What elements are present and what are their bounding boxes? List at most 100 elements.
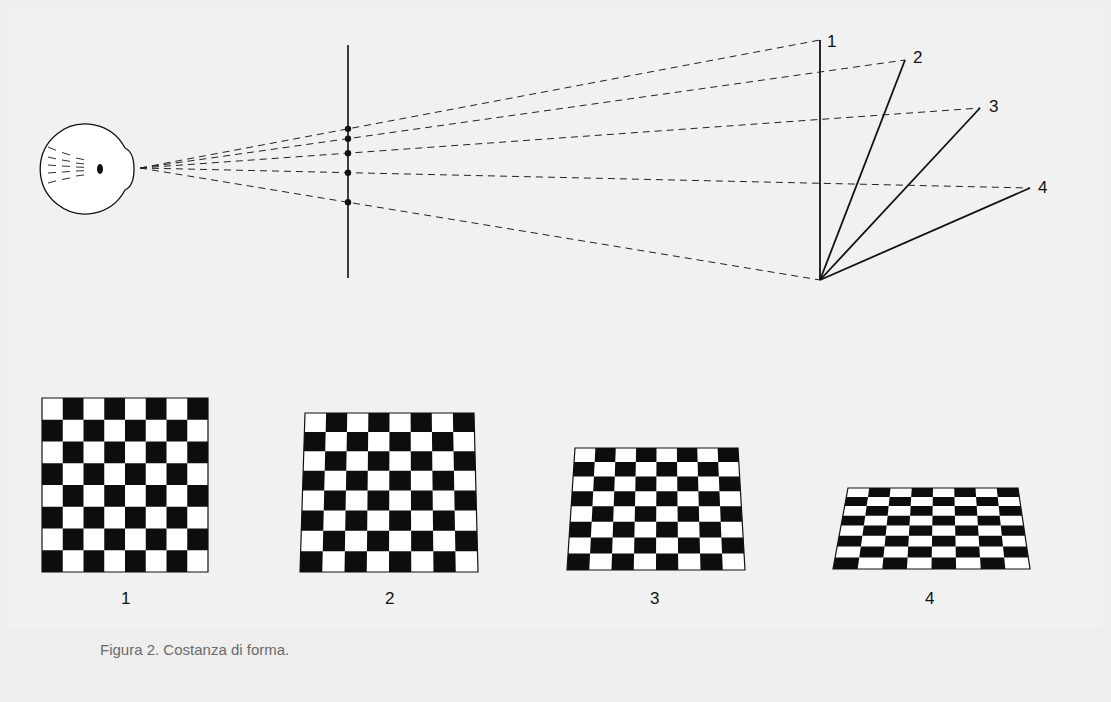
board-square <box>956 546 980 557</box>
board-square <box>125 463 146 485</box>
board-square <box>700 554 723 570</box>
surface-line <box>819 40 821 280</box>
board-square <box>455 531 477 552</box>
board-square <box>656 462 677 476</box>
board-square <box>656 522 678 538</box>
board-square <box>613 522 635 538</box>
view-number: 2 <box>385 590 394 607</box>
board-square <box>955 526 978 536</box>
board-square <box>882 557 907 569</box>
board-square <box>698 462 719 476</box>
board-square <box>125 550 146 572</box>
view-number: 3 <box>650 590 659 607</box>
surface-number: 3 <box>989 98 998 115</box>
sight-line <box>140 40 820 168</box>
board-square <box>997 488 1020 497</box>
board-square <box>324 490 346 510</box>
board-square <box>326 413 348 432</box>
board-square <box>837 536 862 547</box>
board-square <box>432 432 454 451</box>
board-outline <box>300 413 478 572</box>
board-square <box>389 471 411 491</box>
board-square <box>678 506 700 521</box>
board-square <box>569 522 592 538</box>
sight-line <box>140 60 905 168</box>
checkerboard <box>42 398 208 572</box>
board-square <box>187 529 208 551</box>
sight-line <box>140 168 1030 188</box>
board-square <box>859 546 884 557</box>
board-ground <box>42 398 208 572</box>
board-square <box>187 398 208 420</box>
board-square <box>976 497 999 506</box>
board-square <box>889 497 912 506</box>
board-square <box>887 516 910 526</box>
surface-number: 4 <box>1038 179 1047 196</box>
board-square <box>979 536 1003 547</box>
checkerboard <box>567 448 745 570</box>
board-square <box>634 537 656 553</box>
board-square <box>721 537 744 553</box>
board-square <box>187 485 208 507</box>
retina-stroke <box>76 170 84 171</box>
retina-stroke <box>48 157 56 159</box>
retina-stroke <box>48 165 56 167</box>
board-square <box>63 398 84 420</box>
board-square <box>367 490 389 510</box>
board-square <box>910 506 933 516</box>
board-square <box>699 522 721 538</box>
board-square <box>167 507 188 529</box>
picture-plane <box>347 45 349 278</box>
board-square <box>932 557 957 569</box>
board-square <box>999 506 1022 516</box>
board-square <box>432 471 454 491</box>
projection-dot <box>345 135 351 141</box>
retina-stroke <box>76 163 84 165</box>
board-square <box>323 531 345 552</box>
board-square <box>42 420 63 442</box>
board-square <box>368 451 390 470</box>
sight-line <box>140 108 980 168</box>
surface-line <box>820 108 980 280</box>
retina-stroke <box>62 171 70 172</box>
board-square <box>389 551 411 572</box>
retina-stroke <box>62 160 70 161</box>
board-square <box>933 497 955 506</box>
board-square <box>63 529 84 551</box>
checkerboard <box>300 413 478 572</box>
board-square <box>368 413 389 432</box>
board-square <box>389 432 410 451</box>
board-square <box>841 516 865 526</box>
board-square <box>125 507 146 529</box>
board-square <box>104 398 125 420</box>
board-square <box>433 551 455 572</box>
board-outline <box>567 448 745 570</box>
board-square <box>347 432 369 451</box>
eyeball <box>40 124 134 214</box>
retina-stroke <box>76 167 84 168</box>
board-square <box>635 477 656 492</box>
board-square <box>932 516 955 526</box>
checkerboard <box>833 488 1030 569</box>
board-square <box>590 537 613 553</box>
board-square <box>411 451 433 470</box>
view-number: 1 <box>121 590 130 607</box>
retina-stroke <box>76 158 84 160</box>
board-square <box>146 529 167 551</box>
drawing-ground <box>8 8 1103 628</box>
board-square <box>63 442 84 464</box>
retina-stroke <box>62 178 70 180</box>
surface-line <box>820 60 905 280</box>
board-square <box>718 448 739 462</box>
projection-dot <box>345 150 351 156</box>
board-square <box>104 442 125 464</box>
board-square <box>612 554 635 570</box>
eye-drawing <box>40 124 134 214</box>
retina-stroke <box>62 166 70 167</box>
board-square <box>42 550 63 572</box>
board-square <box>454 451 476 470</box>
board-square <box>954 488 976 497</box>
board-square <box>567 554 590 570</box>
board-square <box>84 550 105 572</box>
board-square <box>1001 526 1025 536</box>
